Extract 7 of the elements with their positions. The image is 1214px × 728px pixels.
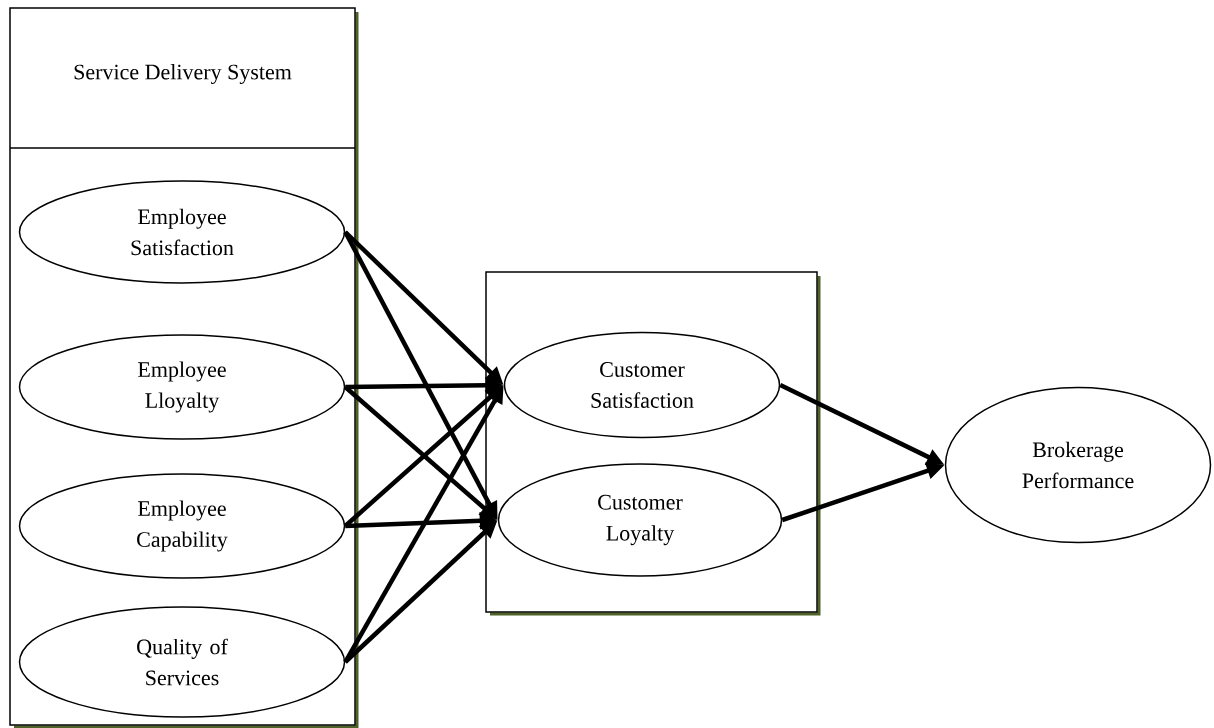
ellipse-node: Employee Capability <box>18 473 346 579</box>
ellipse-node: Customer Loyalty <box>497 463 783 577</box>
ellipse-node: Brokerage Performance <box>944 386 1212 544</box>
ellipse-node: Employee Lloyalty <box>18 334 346 440</box>
ellipse-node: Quality of Services <box>18 606 346 718</box>
ellipse-node: Employee Satisfaction <box>18 180 346 284</box>
ellipse-node: Customer Satisfaction <box>503 331 781 439</box>
